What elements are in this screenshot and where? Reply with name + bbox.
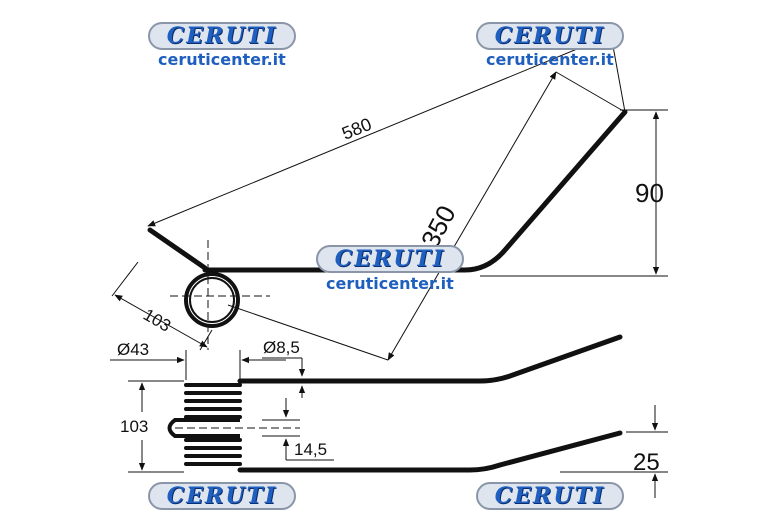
dimension-103-radius: [111, 261, 213, 351]
dim-14-5-label: 14,5: [294, 440, 327, 459]
ceruti-logo: CERUTI: [148, 22, 296, 50]
dimension-wire-diameter: [262, 357, 306, 398]
dimension-14-5: [262, 398, 334, 461]
dim-90-label: 90: [635, 178, 664, 208]
dim-103-width-label: 103: [120, 417, 148, 436]
dim-25-label: 25: [633, 449, 660, 476]
u-bend-loop: [167, 418, 240, 438]
ceruti-logo-text: CERUTI: [494, 483, 606, 509]
ceruti-logo: CERUTI: [148, 482, 296, 510]
dimension-25: [560, 405, 668, 498]
ceruti-logo-text: CERUTI: [334, 246, 446, 272]
dimension-diameter-43: [110, 350, 286, 380]
tine-body-top-lower: [237, 430, 623, 473]
dim-wire-diameter-label: Ø8,5: [263, 338, 300, 357]
ceruti-logo-text: CERUTI: [166, 23, 278, 49]
ceruti-url: ceruticenter.it: [326, 274, 454, 293]
ceruti-logo-text: CERUTI: [494, 23, 606, 49]
dim-diameter-43-label: Ø43: [117, 340, 149, 359]
dim-580-label: 580: [339, 114, 374, 144]
ceruti-url: ceruticenter.it: [486, 50, 614, 69]
ceruti-logo: CERUTI: [476, 22, 624, 50]
dimension-350: [227, 71, 626, 361]
ceruti-url: ceruticenter.it: [158, 50, 286, 69]
spring-coil-side: [184, 272, 240, 328]
tine-body-top-upper: [237, 334, 623, 384]
dimension-103-width: [128, 380, 184, 473]
side-view: [147, 109, 628, 350]
rear-arm: [147, 227, 208, 271]
ceruti-logo: CERUTI: [476, 482, 624, 510]
ceruti-logo-text: CERUTI: [166, 483, 278, 509]
spring-coil-windings: [184, 383, 242, 466]
dimension-90: [480, 109, 668, 277]
dim-103-radius-label: 103: [140, 305, 174, 336]
top-view: [167, 334, 623, 473]
ceruti-logo: CERUTI: [316, 245, 464, 273]
